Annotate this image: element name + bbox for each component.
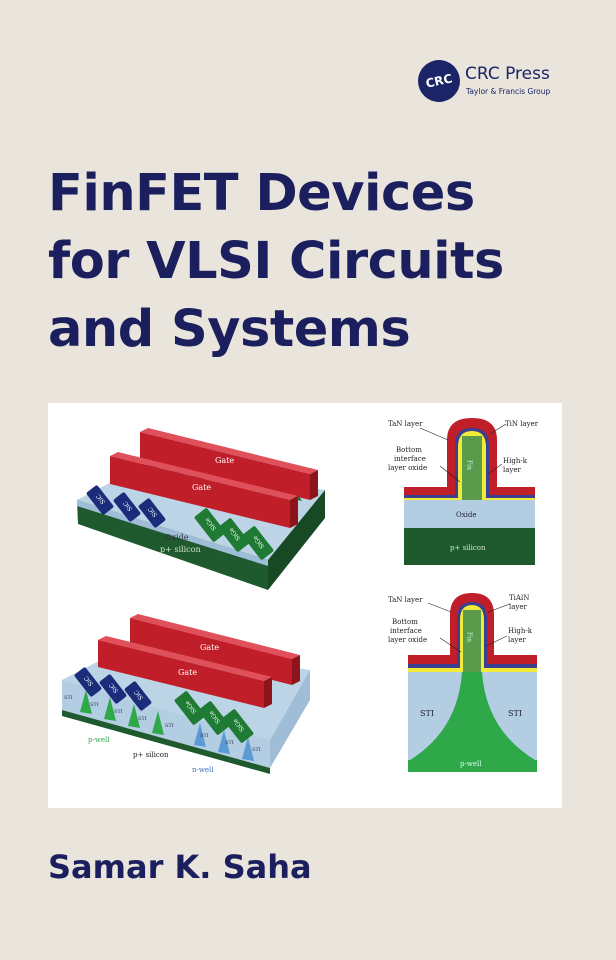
n-well-label: n-well: [192, 766, 214, 774]
svg-text:STI: STI: [138, 716, 147, 722]
gate-front-label: Gate: [192, 483, 211, 492]
svg-text:interface: interface: [390, 627, 422, 635]
sti-front: [62, 680, 270, 768]
gate-front-label: Gate: [178, 668, 197, 677]
svg-text:TaN layer: TaN layer: [388, 420, 423, 428]
svg-text:Bottom: Bottom: [392, 618, 418, 626]
author-name: Samar K. Saha: [48, 848, 312, 886]
p-fins: SiGe SiGe SiGe: [174, 691, 254, 743]
soi-fin-cross-section: Fin Oxide p+ silicon TaN layer TiN layer…: [388, 418, 539, 565]
substrate-label: p+ silicon: [133, 751, 169, 759]
svg-text:layer: layer: [508, 636, 527, 644]
svg-text:STI: STI: [252, 747, 261, 753]
oxide-label: Oxide: [456, 511, 477, 519]
svg-text:High-k: High-k: [503, 457, 528, 465]
svg-text:layer oxide: layer oxide: [388, 636, 427, 644]
oxide-label: Oxide: [165, 533, 189, 542]
substrate-label: p+ silicon: [160, 545, 201, 554]
bulk-fin-cross-section: Fin STI STI p-well TaN layer TiAlN layer…: [388, 593, 537, 772]
sti-labels: STI STI STI STI STI STI STI STI: [64, 695, 261, 753]
sti-right-label: STI: [508, 709, 522, 718]
substrate-strip: [62, 710, 270, 774]
title-line-2: for VLSI Circuits: [48, 232, 504, 291]
bulk-finfet-3d: STI STI STI STI STI STI STI STI Gate Gate Si…: [62, 614, 310, 774]
svg-text:High-k: High-k: [508, 627, 533, 635]
svg-text:STI: STI: [165, 723, 174, 729]
svg-text:TaN layer: TaN layer: [388, 596, 423, 604]
svg-text:TiN layer: TiN layer: [505, 420, 539, 428]
svg-text:STI: STI: [90, 702, 99, 708]
gate-front: [98, 640, 264, 708]
svg-text:interface: interface: [394, 455, 426, 463]
publisher-name: CRC Press: [465, 64, 550, 84]
svg-text:layer: layer: [509, 603, 528, 611]
sti-left-label: STI: [420, 709, 434, 718]
svg-text:STI: STI: [114, 709, 123, 715]
gate-front-top: [110, 452, 298, 500]
p-fins: SiGe SiGe SiGe: [194, 508, 274, 560]
finfet-diagrams: Gate Gate SiC SiC SiC SiGe SiGe SiGe Oxi…: [62, 418, 539, 774]
svg-text:STI: STI: [200, 733, 209, 739]
gate-back: [140, 432, 310, 500]
p-well-label: p-well: [88, 736, 110, 744]
publisher-logo: CRC CRC Press Taylor & Francis Group: [414, 56, 578, 106]
wells: [80, 690, 254, 761]
soi-finfet-3d: Gate Gate SiC SiC SiC SiGe SiGe SiGe Oxi…: [77, 428, 325, 590]
p-well-label: p-well: [460, 760, 482, 768]
svg-text:STI: STI: [225, 740, 234, 746]
cover-illustration: Gate Gate SiC SiC SiC SiGe SiGe SiGe Oxi…: [48, 403, 562, 808]
gate-front: [110, 456, 290, 528]
n-fins: SiC SiC SiC: [74, 667, 152, 711]
gate-back-label: Gate: [215, 456, 234, 465]
svg-text:layer: layer: [503, 466, 522, 474]
substrate-label: p+ silicon: [450, 544, 486, 552]
substrate-front: [77, 500, 268, 590]
substrate-side: [268, 490, 325, 590]
svg-text:TiAlN: TiAlN: [509, 594, 529, 602]
fin-label: Fin: [466, 460, 473, 470]
gate-back: [130, 618, 292, 685]
svg-text:STI: STI: [64, 695, 73, 701]
title-line-3: and Systems: [48, 300, 411, 359]
fin-label: Fin: [466, 632, 473, 642]
svg-text:Bottom: Bottom: [396, 446, 422, 454]
book-title: FinFET Devices for VLSI Circuits and Sys…: [48, 160, 504, 364]
gate-back-top: [140, 428, 318, 474]
title-line-1: FinFET Devices: [48, 164, 475, 223]
gate-back-label: Gate: [200, 643, 219, 652]
n-fins: SiC SiC SiC: [86, 485, 166, 528]
svg-text:layer oxide: layer oxide: [388, 464, 427, 472]
oxide-front: [77, 500, 268, 566]
crc-logo-mark: CRC: [414, 56, 464, 106]
publisher-group: Taylor & Francis Group: [466, 87, 551, 96]
